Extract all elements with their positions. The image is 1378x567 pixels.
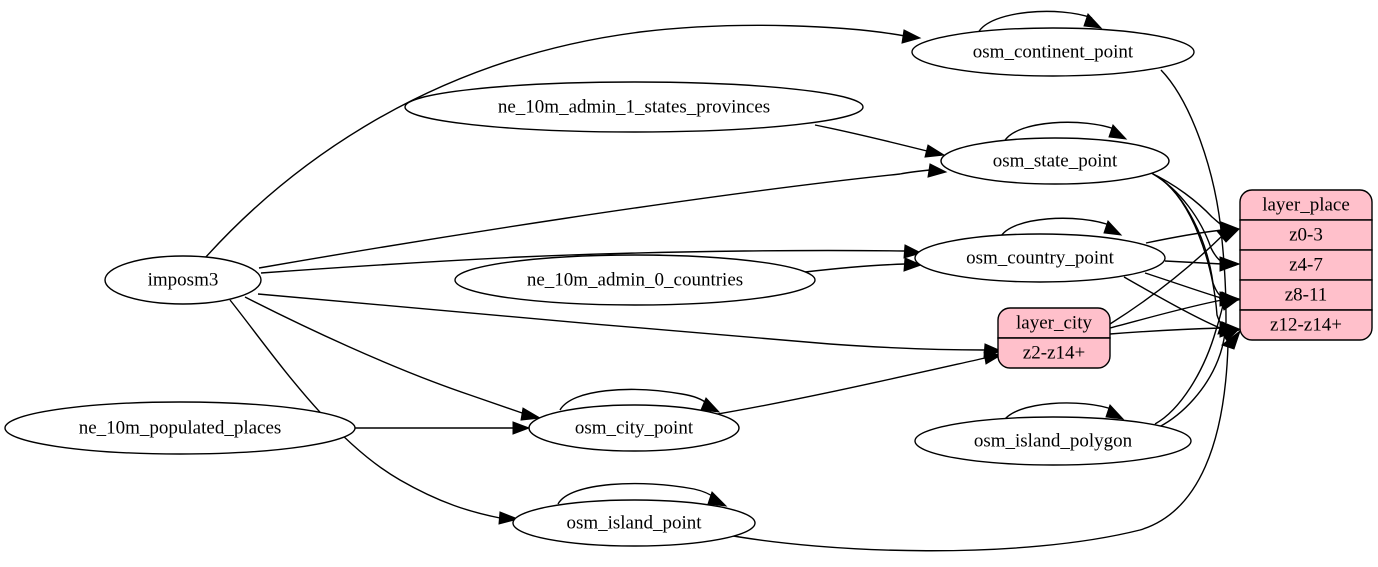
node-ne_10m_admin_1_states_provinces[interactable]: ne_10m_admin_1_states_provinces xyxy=(404,81,864,133)
node-shape-osm_island_polygon[interactable] xyxy=(914,416,1192,466)
record-row-layer_place-z8-11[interactable] xyxy=(1239,279,1373,311)
selfloop-osm_city_point xyxy=(559,388,709,411)
edge-osm_state_point-layer_place-z0-3 xyxy=(1148,171,1227,229)
node-osm_island_polygon[interactable]: osm_island_polygon xyxy=(914,416,1192,466)
edge-osm_continent_point-layer_place-z12 xyxy=(1160,69,1227,324)
arrowhead xyxy=(1219,328,1241,342)
arrowhead xyxy=(520,407,542,421)
record-row-layer_place-z12-z14[interactable] xyxy=(1239,309,1373,341)
node-shape-osm_country_point[interactable] xyxy=(914,233,1166,283)
node-shape-ne_10m_populated_places[interactable] xyxy=(4,401,356,455)
edge-osm_city_point-layer_city xyxy=(711,357,986,416)
arrowhead xyxy=(1218,296,1241,311)
edge-imposm3-osm_city_point xyxy=(244,296,526,415)
record-node-layer_city[interactable]: layer_city z2-z14+ xyxy=(997,307,1111,369)
record-row-layer_place-z0-3[interactable] xyxy=(1239,219,1373,251)
edge-layer_city-layer_place-z8-11 xyxy=(1109,299,1223,329)
node-osm_continent_point[interactable]: osm_continent_point xyxy=(911,27,1195,77)
selfloop-osm_country_point xyxy=(999,217,1113,239)
arrowhead xyxy=(1083,13,1103,29)
node-osm_country_point[interactable]: osm_country_point xyxy=(914,233,1166,283)
edge-osm_island_polygon-layer_place-z8-11 xyxy=(1154,301,1225,425)
arrowhead xyxy=(700,397,721,413)
edge-imposm3-osm_country_point xyxy=(260,249,906,274)
record-row-layer_place-z4-7[interactable] xyxy=(1239,249,1373,281)
arrowhead xyxy=(924,144,946,158)
node-shape-ne_10m_admin_1_states_provinces[interactable] xyxy=(404,81,864,133)
node-shape-osm_city_point[interactable] xyxy=(528,404,740,452)
edge-ne_states-osm_state_point xyxy=(814,124,928,152)
arrowhead xyxy=(498,511,520,525)
record-node-layer_place[interactable]: layer_place z0-3 z4-7 z8-11 z12-z14+ xyxy=(1239,189,1373,341)
arrowhead xyxy=(903,244,923,259)
record-row-layer_place-header[interactable] xyxy=(1239,189,1373,221)
arrowhead xyxy=(512,421,531,435)
edge-imposm3-osm_state_point xyxy=(258,169,931,269)
arrowhead xyxy=(1221,257,1241,271)
arrowhead xyxy=(707,491,728,507)
edge-osm_country_point-layer_place-z12 xyxy=(1123,276,1221,329)
edge-osm_island_polygon-layer_place-z12 xyxy=(1158,332,1226,428)
edge-osm_country_point-layer_place-z0-3 xyxy=(1145,229,1223,244)
node-osm_state_point[interactable]: osm_state_point xyxy=(940,137,1170,185)
arrowhead xyxy=(901,29,922,44)
arrowhead xyxy=(1220,329,1241,350)
edge-osm_country_point-layer_place-z8-11 xyxy=(1144,272,1222,299)
node-osm_island_point[interactable]: osm_island_point xyxy=(512,499,756,547)
edge-osm_country_point-layer_place-z4-7 xyxy=(1164,260,1223,265)
arrowhead xyxy=(903,257,923,272)
edge-osm_island_point-layer_place-z12 xyxy=(721,344,1229,552)
node-osm_city_point[interactable]: osm_city_point xyxy=(528,404,740,452)
node-shape-osm_island_point[interactable] xyxy=(512,499,756,547)
edge-imposm3-osm_continent_point xyxy=(204,24,906,259)
arrowhead xyxy=(1103,220,1123,236)
edge-imposm3-osm_island_point xyxy=(229,299,501,519)
edge-imposm3-layer_city xyxy=(257,293,986,351)
record-row-layer_city-header[interactable] xyxy=(997,307,1111,339)
arrowhead xyxy=(927,163,948,178)
node-shape-ne_10m_admin_0_countries[interactable] xyxy=(454,254,816,306)
node-ne_10m_admin_0_countries[interactable]: ne_10m_admin_0_countries xyxy=(454,254,816,306)
selfloop-osm_island_point xyxy=(557,482,716,505)
edge-layer xyxy=(204,10,1241,552)
node-imposm3[interactable]: imposm3 xyxy=(104,255,262,305)
edge-layer_city-layer_place-z0-3 xyxy=(1109,235,1223,325)
arrowhead xyxy=(983,351,1003,365)
arrowhead xyxy=(1105,404,1125,420)
edge-ne_countries-osm_country_point xyxy=(804,263,906,273)
selfloop-osm_island_polygon xyxy=(1002,402,1115,423)
arrowhead xyxy=(1108,124,1128,140)
edge-layer_city-layer_place-z12 xyxy=(1109,327,1223,335)
record-row-layer_city-z2-z14[interactable] xyxy=(997,337,1111,369)
selfloop-osm_state_point xyxy=(1003,121,1118,143)
edge-osm_state_point-layer_place-z12 xyxy=(1159,177,1226,328)
node-shape-osm_state_point[interactable] xyxy=(940,137,1170,185)
selfloop-osm_continent_point xyxy=(977,10,1093,34)
arrowhead xyxy=(1216,228,1241,243)
node-shape-imposm3[interactable] xyxy=(104,255,262,305)
node-layer: imposm3 ne_10m_admin_1_states_provinces … xyxy=(4,27,1195,547)
node-shape-osm_continent_point[interactable] xyxy=(911,27,1195,77)
node-ne_10m_populated_places[interactable]: ne_10m_populated_places xyxy=(4,401,356,455)
